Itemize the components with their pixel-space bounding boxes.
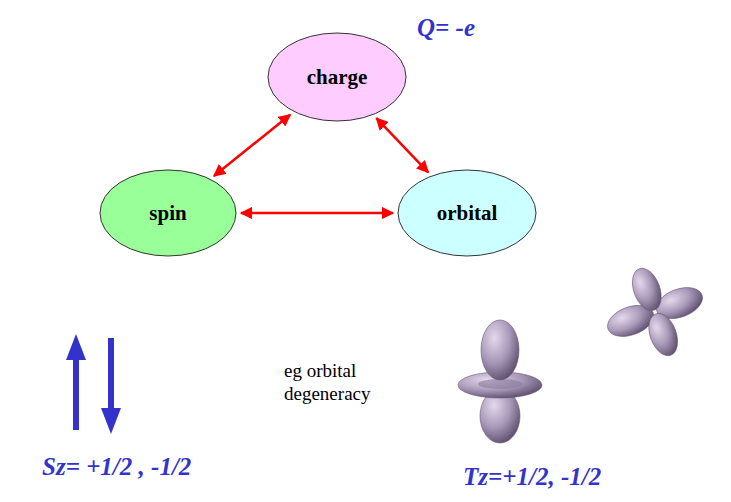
dz2-orbital [458, 320, 542, 443]
node-label: charge [307, 65, 368, 90]
spin-values: Sz= +1/2 , -1/2 [42, 452, 191, 482]
double-arrow [241, 212, 393, 215]
ellipse-shape [268, 33, 406, 121]
node-body: spin [99, 169, 237, 257]
ring-hole [478, 379, 522, 389]
ellipse-node: orbital [397, 169, 537, 257]
orbital-values: Tz=+1/2, -1/2 [463, 462, 601, 492]
node-label: orbital [437, 201, 498, 226]
node-body: charge [267, 32, 407, 122]
spin-up-shaft [73, 356, 79, 430]
dx2y2-orbital [592, 252, 717, 373]
orbital-note: eg orbital degeneracy [284, 360, 404, 406]
spin-arrows [66, 334, 121, 434]
node-label: spin [149, 201, 186, 226]
node-heading: Q= -e [417, 14, 475, 42]
node-body: orbital [397, 169, 537, 257]
spin-down-shaft [108, 338, 114, 412]
spin-up-head [66, 334, 86, 360]
double-arrow [214, 115, 290, 176]
ellipse-node: spin [99, 169, 237, 257]
lobe [481, 320, 519, 380]
ellipse-shape [100, 170, 236, 256]
spin-down-head [101, 408, 121, 434]
ellipse-node: chargeQ= -e [267, 32, 407, 122]
lobe [643, 309, 682, 359]
lobe [627, 264, 666, 314]
double-arrow [376, 118, 428, 172]
ellipse-shape [398, 170, 536, 256]
